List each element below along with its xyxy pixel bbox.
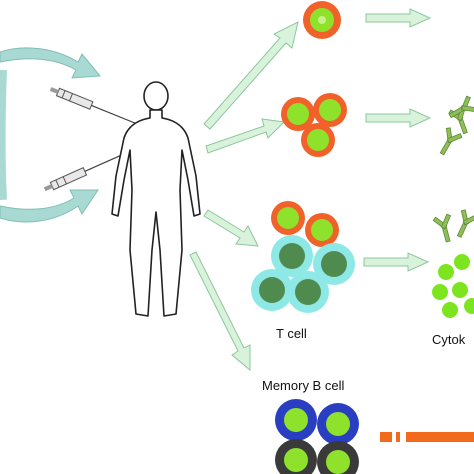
cytokine-dots	[432, 254, 474, 318]
activated-cell-cluster	[281, 93, 347, 157]
arrow-row-2	[365, 108, 432, 128]
arrow-to-t-cells	[203, 209, 259, 247]
activated-cell-top	[303, 1, 341, 39]
cycle-arrow-top	[0, 47, 101, 79]
human-body-icon	[111, 81, 201, 317]
cytokine-label: Cytok	[432, 332, 466, 347]
memory-b-cell-label: Memory B cell	[262, 378, 345, 393]
memory-b-cell-group	[275, 399, 359, 474]
arrow-row-3	[363, 252, 430, 272]
arrow-to-cell-cluster	[205, 118, 286, 154]
t-cell-label: T cell	[276, 326, 307, 341]
memory-bar	[380, 432, 474, 442]
t-cell-group	[251, 201, 355, 313]
cycle-arrow-bottom	[0, 189, 99, 223]
antibody-icon	[432, 94, 474, 245]
arrow-to-top-cell	[203, 21, 299, 130]
arrow-to-memory-b-cells	[189, 251, 251, 372]
injection-syringe-icon	[49, 87, 142, 127]
arrow-row-1	[365, 8, 432, 28]
